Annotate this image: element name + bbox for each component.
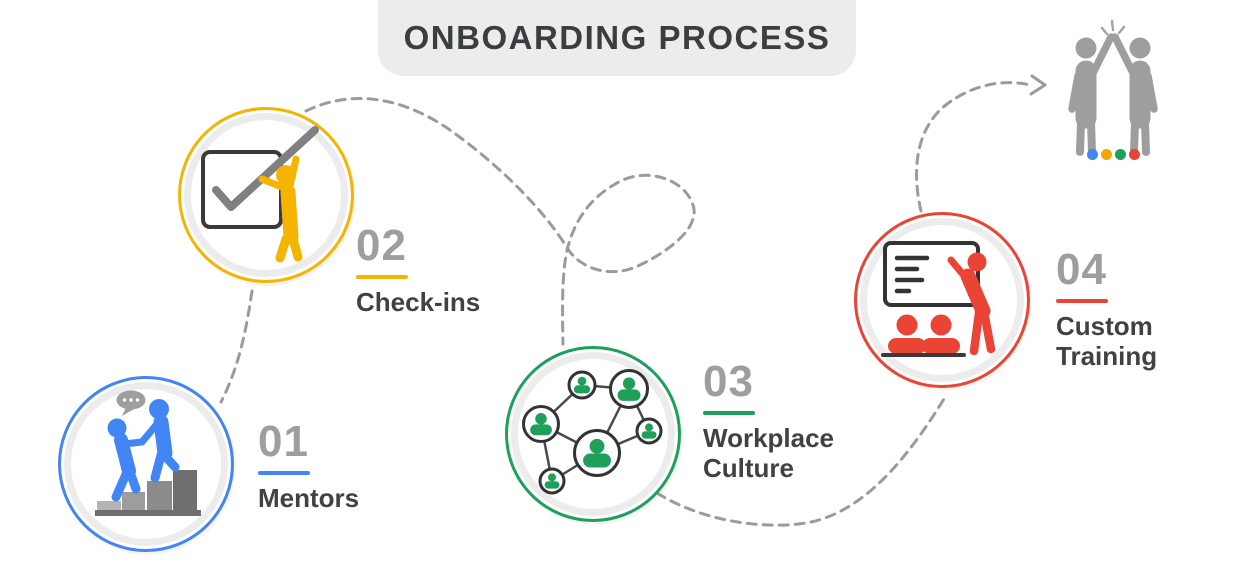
title-banner: ONBOARDING PROCESS: [378, 0, 856, 76]
step-3-label: Workplace Culture: [703, 423, 835, 483]
finish-dot-2: [1101, 149, 1112, 160]
high-five-icon: [1068, 19, 1158, 156]
presentation-training-icon: [881, 241, 996, 357]
people-network-icon: [522, 369, 663, 495]
step-1-caption: 01 Mentors: [258, 420, 359, 514]
path-step4-to-finish: [915, 81, 1032, 213]
step-4-underline: [1056, 299, 1108, 303]
step-3-number: 03: [703, 357, 754, 406]
step-2-number: 02: [356, 221, 407, 270]
path-step2-to-step3-loop: [304, 97, 696, 346]
speech-bubble-icon: [116, 390, 146, 416]
finish-dots: [1087, 149, 1140, 160]
step-4-circle: [854, 212, 1030, 388]
step-4-caption: 04 Custom Training: [1056, 248, 1206, 371]
step-4-label: Custom Training: [1056, 311, 1158, 371]
finish-dot-4: [1129, 149, 1140, 160]
step-2-circle: [178, 107, 354, 283]
step-3-circle: [505, 346, 681, 522]
finish-dot-3: [1115, 149, 1126, 160]
path-step2-to-step1: [219, 289, 254, 404]
step-3-underline: [703, 411, 755, 415]
step-3-caption: 03 Workplace Culture: [703, 360, 853, 483]
step-4-number: 04: [1056, 245, 1107, 294]
step-2-underline: [356, 275, 408, 279]
path-step3-to-step4: [655, 392, 949, 527]
step-2-label: Check-ins: [356, 287, 481, 317]
sparkle-icon: [1100, 19, 1126, 36]
arrowhead-icon: [1029, 74, 1047, 96]
step-1-label: Mentors: [258, 483, 360, 513]
step-1-circle: [58, 376, 234, 552]
person-checkmark-icon: [201, 126, 319, 263]
step-1-underline: [258, 471, 310, 475]
step-1-number: 01: [258, 417, 309, 466]
step-2-caption: 02 Check-ins: [356, 224, 480, 318]
page-title: ONBOARDING PROCESS: [403, 19, 831, 56]
mentor-helping-climb-icon: [95, 390, 201, 516]
finish-dot-1: [1087, 149, 1098, 160]
